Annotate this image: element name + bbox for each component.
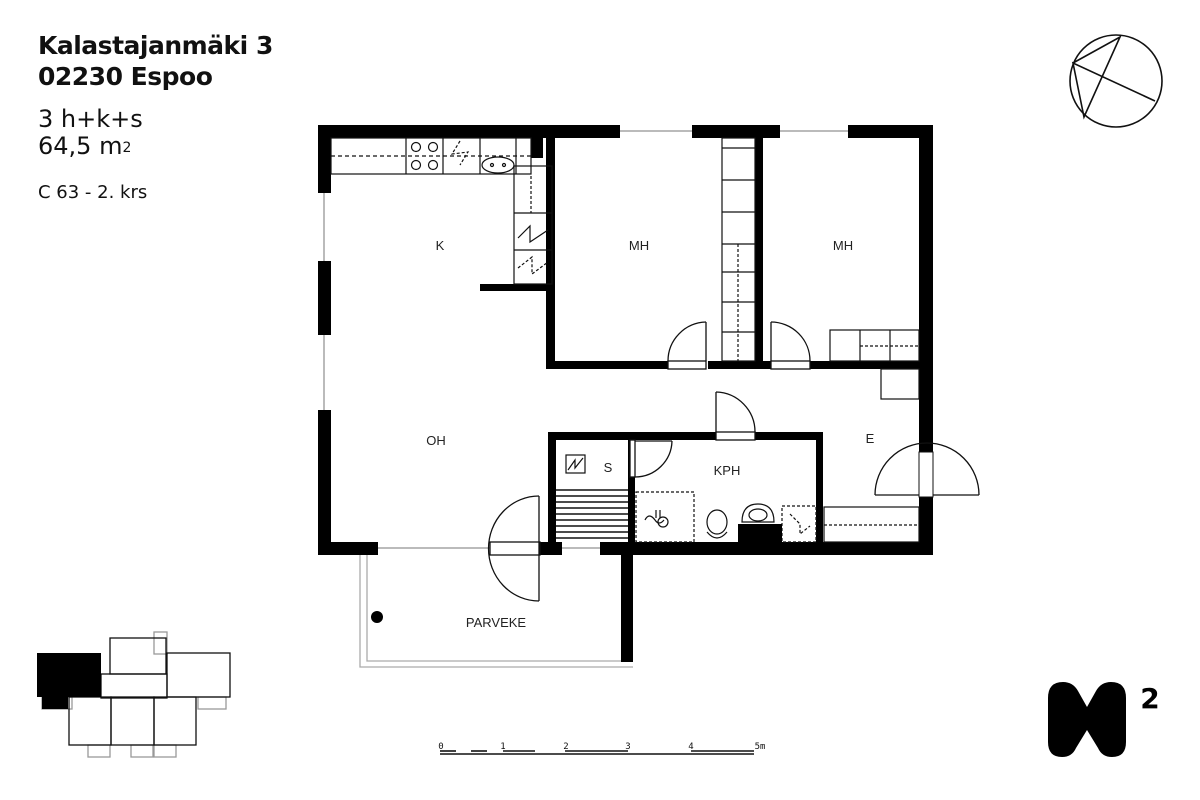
scale-tick-2: 2: [563, 742, 568, 752]
interior-walls: [480, 138, 920, 547]
scale-tick-5m: 5m: [755, 742, 766, 752]
drain-icon: [371, 611, 383, 623]
wardrobe: [721, 137, 920, 543]
scale-tick-1: 1: [500, 742, 505, 752]
room-label-balcony: PARVEKE: [466, 615, 527, 630]
kitchen-fixtures: [330, 137, 553, 285]
windows: [318, 125, 934, 555]
scale-tick-0: 0: [438, 742, 443, 752]
area-value: 64,5 m: [38, 132, 123, 160]
balcony: [359, 555, 633, 668]
m2-logo-icon: 2: [1048, 682, 1160, 757]
room-label-kitchen: K: [436, 238, 445, 253]
sauna-bench: [556, 489, 628, 539]
room-label-bedroom-1: MH: [629, 238, 649, 253]
room-label-bathroom: KPH: [714, 463, 741, 478]
bathroom-fixtures: [635, 491, 817, 543]
room-label-entrance: E: [866, 431, 875, 446]
building-key-plan: [37, 631, 231, 758]
room-label-sauna: S: [604, 460, 613, 475]
unit-floor: C 63 - 2. krs: [38, 182, 148, 203]
logo-superscript: 2: [1140, 682, 1159, 715]
scale-bar: 0 1 2 3 4 5m: [438, 742, 766, 755]
room-label-living-room: OH: [426, 433, 446, 448]
sauna-stove-icon: [565, 454, 586, 474]
street-address: Kalastajanmäki 3: [38, 31, 273, 60]
compass-icon: [1069, 34, 1163, 128]
area-superscript: 2: [122, 140, 132, 156]
apartment-info: Kalastajanmäki 3 02230 Espoo 3 h+k+s 64,…: [38, 30, 273, 203]
postal-city: 02230 Espoo: [38, 62, 213, 91]
room-label-bedroom-2: MH: [833, 238, 853, 253]
doors: [487, 321, 980, 602]
sink-cabinet: [738, 524, 782, 542]
scale-tick-3: 3: [625, 742, 630, 752]
scale-tick-4: 4: [688, 742, 693, 752]
exterior-walls: [318, 125, 933, 662]
apartment-area: 64,5 m2: [38, 133, 273, 160]
apartment-type: 3 h+k+s: [38, 105, 143, 133]
